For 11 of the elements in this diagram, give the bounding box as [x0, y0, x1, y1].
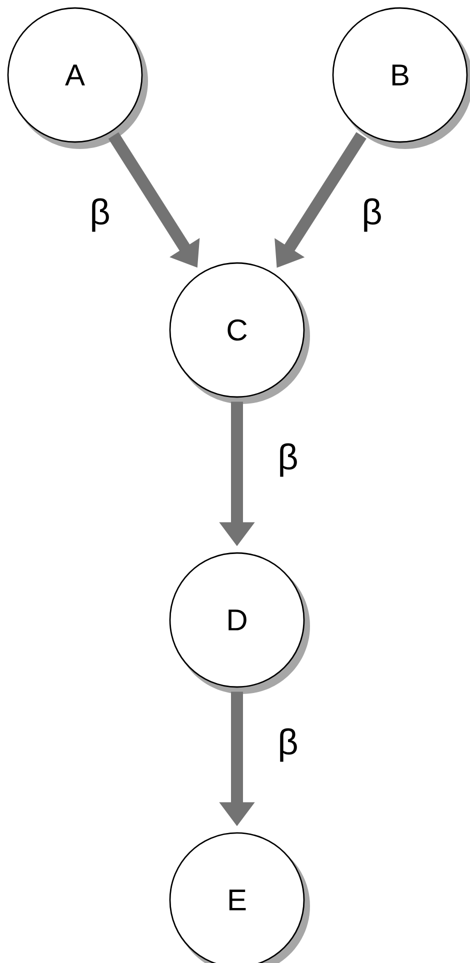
circle-node: E: [169, 832, 305, 963]
edge-label: β: [276, 727, 300, 763]
node-label: E: [229, 890, 246, 910]
circle-node: A: [7, 7, 143, 143]
edge-label: β: [88, 197, 112, 233]
circle-node: D: [169, 552, 305, 688]
circle-node: B: [332, 7, 468, 143]
edge-label: β: [276, 442, 300, 478]
edge-label: β: [360, 197, 384, 233]
circle-node: C: [169, 262, 305, 398]
node-label: B: [392, 64, 408, 86]
